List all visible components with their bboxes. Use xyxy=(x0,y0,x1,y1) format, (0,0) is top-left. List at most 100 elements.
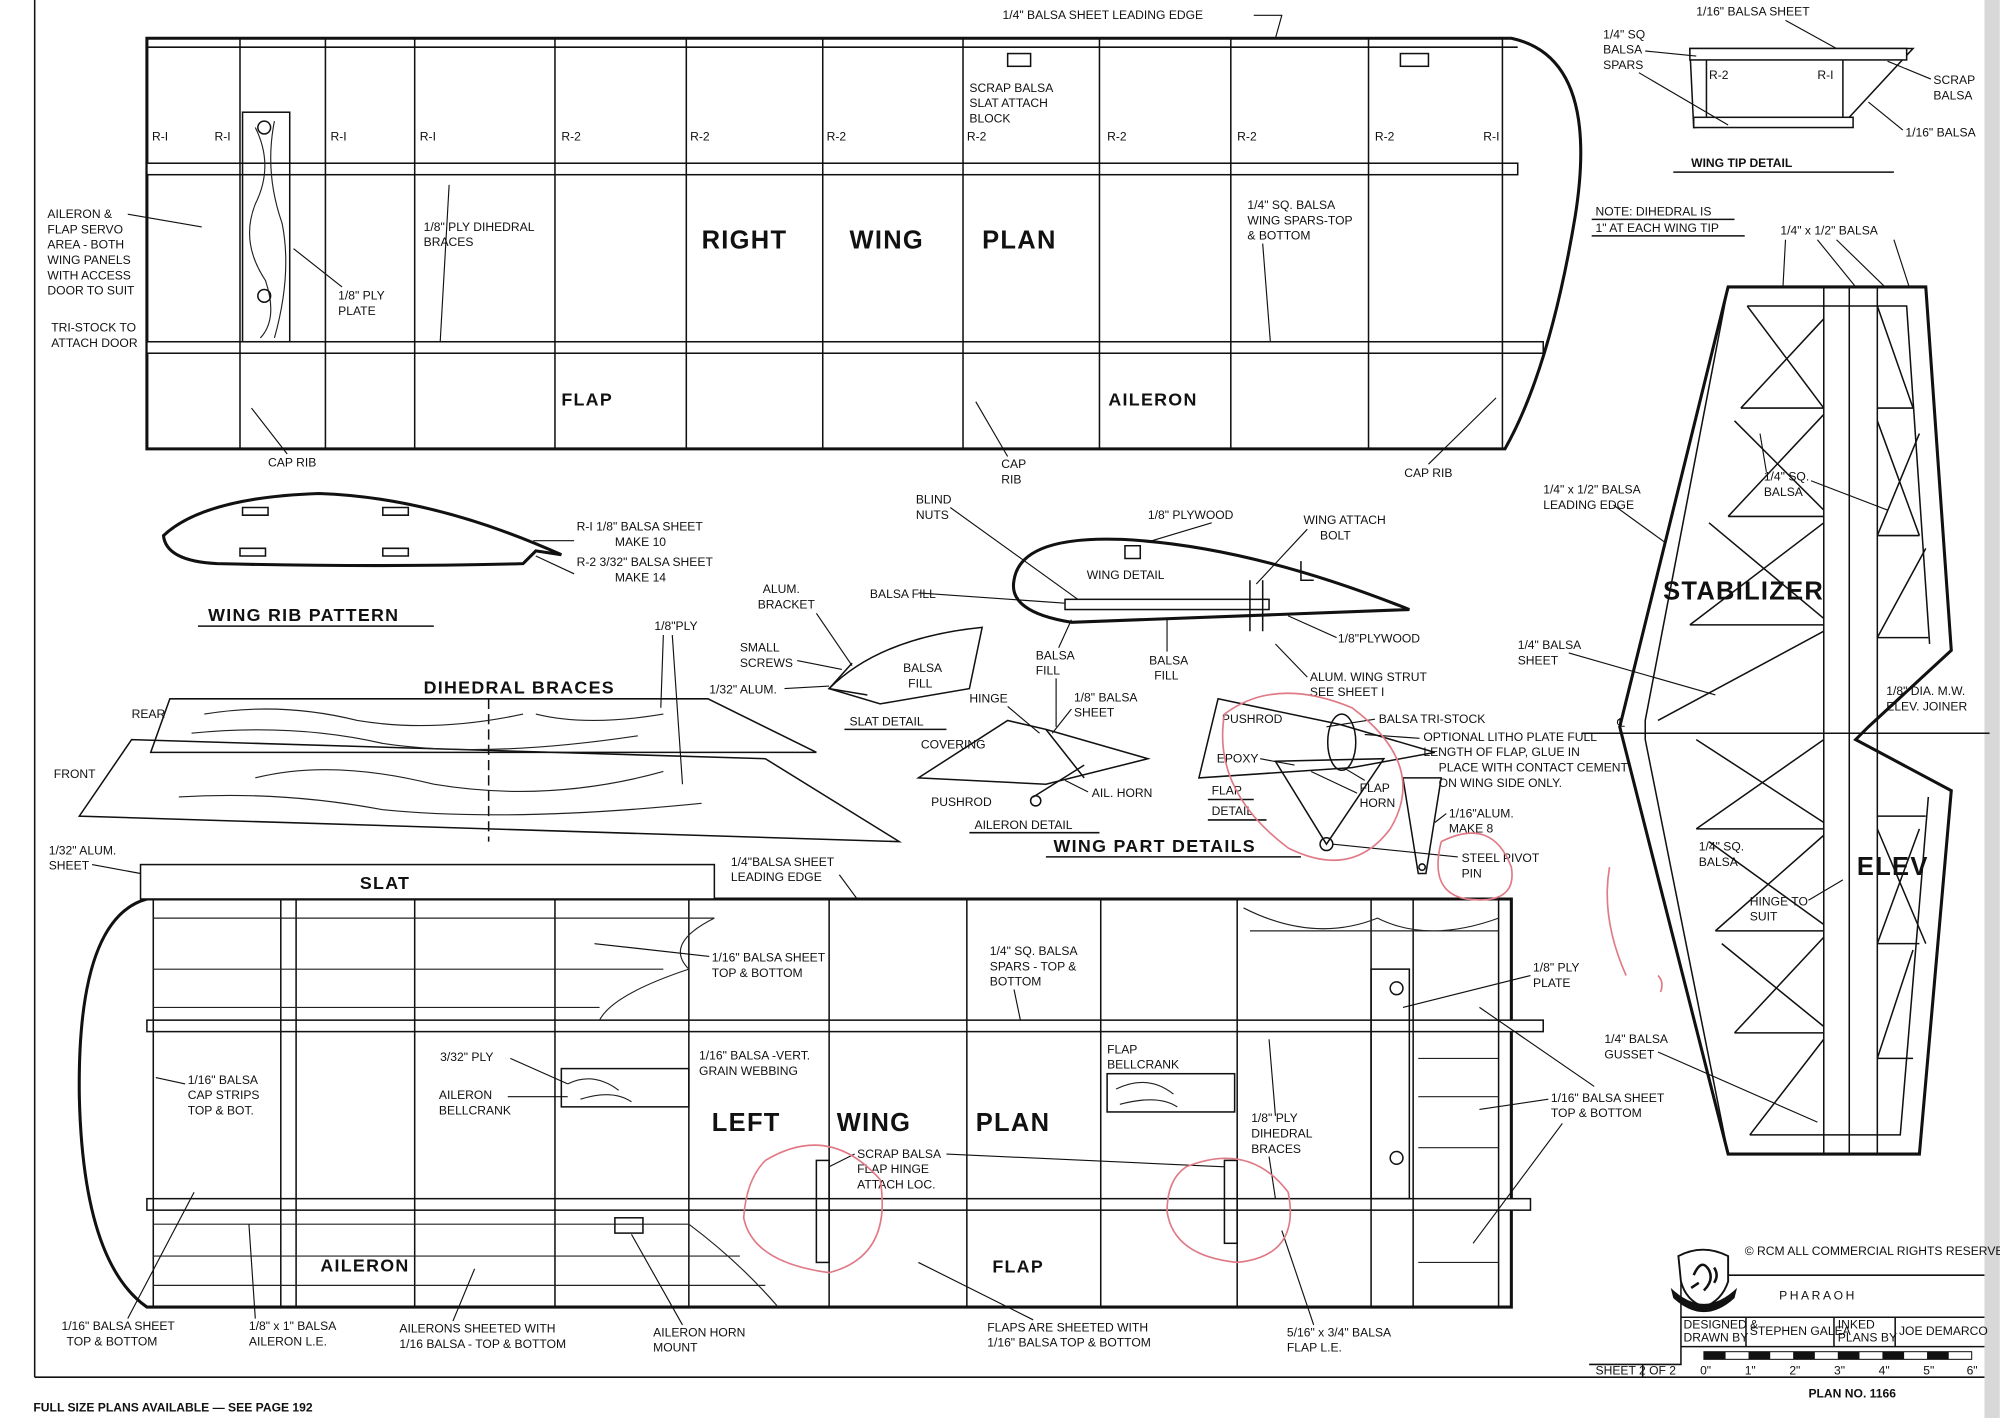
label-text: RIB xyxy=(1001,472,1021,486)
label-aileron-left: AILERON xyxy=(320,1255,409,1275)
label-text: SCRAP BALSA xyxy=(857,1147,942,1161)
label-text: R-I xyxy=(1483,129,1499,143)
label-text: SUIT xyxy=(1750,910,1778,924)
wing-rib-pattern xyxy=(161,491,562,568)
slat-title: SLAT xyxy=(360,873,410,893)
copyright: © RCM ALL COMMERCIAL RIGHTS RESERVED xyxy=(1745,1244,2000,1258)
wing-tip-detail xyxy=(1689,47,1915,129)
label-text: FLAPS ARE SHEETED WITH xyxy=(987,1320,1148,1334)
label-stab-sq-a: 1/4" SQ.BALSA xyxy=(1764,470,1809,499)
label-text: FILL xyxy=(1154,669,1178,683)
label-text: BALSA xyxy=(1603,43,1643,57)
label-text: WING xyxy=(850,227,925,255)
label-text: 5/16" x 3/4" BALSA xyxy=(1287,1325,1392,1339)
label-text: MAKE 14 xyxy=(615,570,666,584)
label-text: PLAN xyxy=(976,1109,1051,1137)
label-text: 1/16" BALSA SHEET xyxy=(61,1319,175,1333)
label-hinge-suit: HINGE TO SUIT xyxy=(1750,894,1808,923)
label-text: BRACES xyxy=(424,235,474,249)
label-text: TOP & BOTTOM xyxy=(1551,1106,1642,1120)
label-text: TOP & BOTTOM xyxy=(712,966,803,980)
right-wing-plan xyxy=(145,36,1583,451)
label-joiner: 1/8" DIA. M.W.ELEV. JOINER xyxy=(1886,684,1967,713)
label-text: SEE SHEET I xyxy=(1310,685,1384,699)
slat-detail-drawing xyxy=(827,626,984,705)
label-text: R-2 xyxy=(1107,129,1127,143)
label-text: ELEV. JOINER xyxy=(1886,699,1967,713)
label-text: R-2 xyxy=(827,129,847,143)
label-aileron-right: AILERON xyxy=(1108,390,1197,410)
label-plywood-b: 1/8"PLYWOOD xyxy=(1338,632,1420,646)
label-text: HINGE TO xyxy=(1750,894,1808,908)
label-text: 2" xyxy=(1789,1364,1800,1378)
label-ply332: 3/32" PLY xyxy=(440,1050,493,1064)
dihedral-braces-title: DIHEDRAL BRACES xyxy=(424,678,615,698)
label-text: TOP & BOTTOM xyxy=(67,1334,158,1348)
label-text: PIN xyxy=(1462,866,1482,880)
label-text: INKED xyxy=(1838,1318,1875,1332)
label-text: PLACE WITH CONTACT CEMENT xyxy=(1439,760,1629,774)
label-text: 1/16" BALSA xyxy=(188,1073,259,1087)
label-text: 1/4" SQ. xyxy=(1699,840,1744,854)
label-text: FLAP xyxy=(1107,1042,1137,1056)
label-text: 1/4" BALSA xyxy=(1604,1032,1668,1046)
label-text: CAP RIB xyxy=(268,456,316,470)
label-text: BALSA xyxy=(1764,485,1804,499)
label-alum-bracket: ALUM.BRACKET xyxy=(758,582,816,611)
label-text: BLOCK xyxy=(969,111,1010,125)
label-text: BALSA xyxy=(1149,653,1189,667)
label-text: ATTACH LOC. xyxy=(857,1177,935,1191)
label-pushrod-a: PUSHROD xyxy=(1222,712,1283,726)
label-text: BRACES xyxy=(1251,1142,1301,1156)
label-text: BALSA xyxy=(1699,855,1739,869)
label-text: & BOTTOM xyxy=(1247,229,1310,243)
label-text: R-I xyxy=(331,129,347,143)
designer-name: STEPHEN GALEA xyxy=(1750,1324,1852,1338)
wing-detail-title: WING DETAIL xyxy=(1087,568,1165,582)
plane-name: PHARAOH xyxy=(1779,1288,1857,1302)
label-text: WITH ACCESS xyxy=(47,268,130,282)
label-text: LEFT xyxy=(712,1109,781,1137)
label-text: R-2 3/32" BALSA SHEET xyxy=(577,555,714,569)
flap-detail-drawing xyxy=(1197,697,1443,875)
label-text: AREA - BOTH xyxy=(47,238,124,252)
label-text: R-2 xyxy=(1237,129,1257,143)
label-ail-horn: AIL. HORN xyxy=(1092,786,1153,800)
label-text: LEADING EDGE xyxy=(731,870,822,884)
label-text: MOUNT xyxy=(653,1341,698,1355)
label-text: GRAIN WEBBING xyxy=(699,1064,798,1078)
label-pushrod-b: PUSHROD xyxy=(931,795,992,809)
sheet-number: SHEET 2 OF 2 xyxy=(1596,1364,1677,1378)
label-text: 4" xyxy=(1879,1364,1890,1378)
inker-name: JOE DEMARCO xyxy=(1899,1324,1988,1338)
label-text: FILL xyxy=(1036,664,1060,678)
label-text: LENGTH OF FLAP, GLUE IN xyxy=(1423,745,1580,759)
page-edge xyxy=(1984,0,2000,1418)
title-block: © RCM ALL COMMERCIAL RIGHTS RESERVED PHA… xyxy=(1589,1244,2000,1401)
stabilizer-title: STABILIZER xyxy=(1663,577,1824,605)
label-text: BOTTOM xyxy=(990,975,1042,989)
label-tip-16: 1/16" BALSA xyxy=(1905,125,1976,139)
wing-part-details-title: WING PART DETAILS xyxy=(1054,836,1256,856)
left-wing-title: LEFT WING PLAN xyxy=(712,1109,1051,1137)
label-text: FILL xyxy=(908,676,932,690)
label-text: 1/8" PLY xyxy=(338,289,385,303)
label-text: FLAP SERVO xyxy=(47,222,123,236)
label-text: MAKE 8 xyxy=(1449,822,1494,836)
label-text: 5" xyxy=(1923,1364,1934,1378)
